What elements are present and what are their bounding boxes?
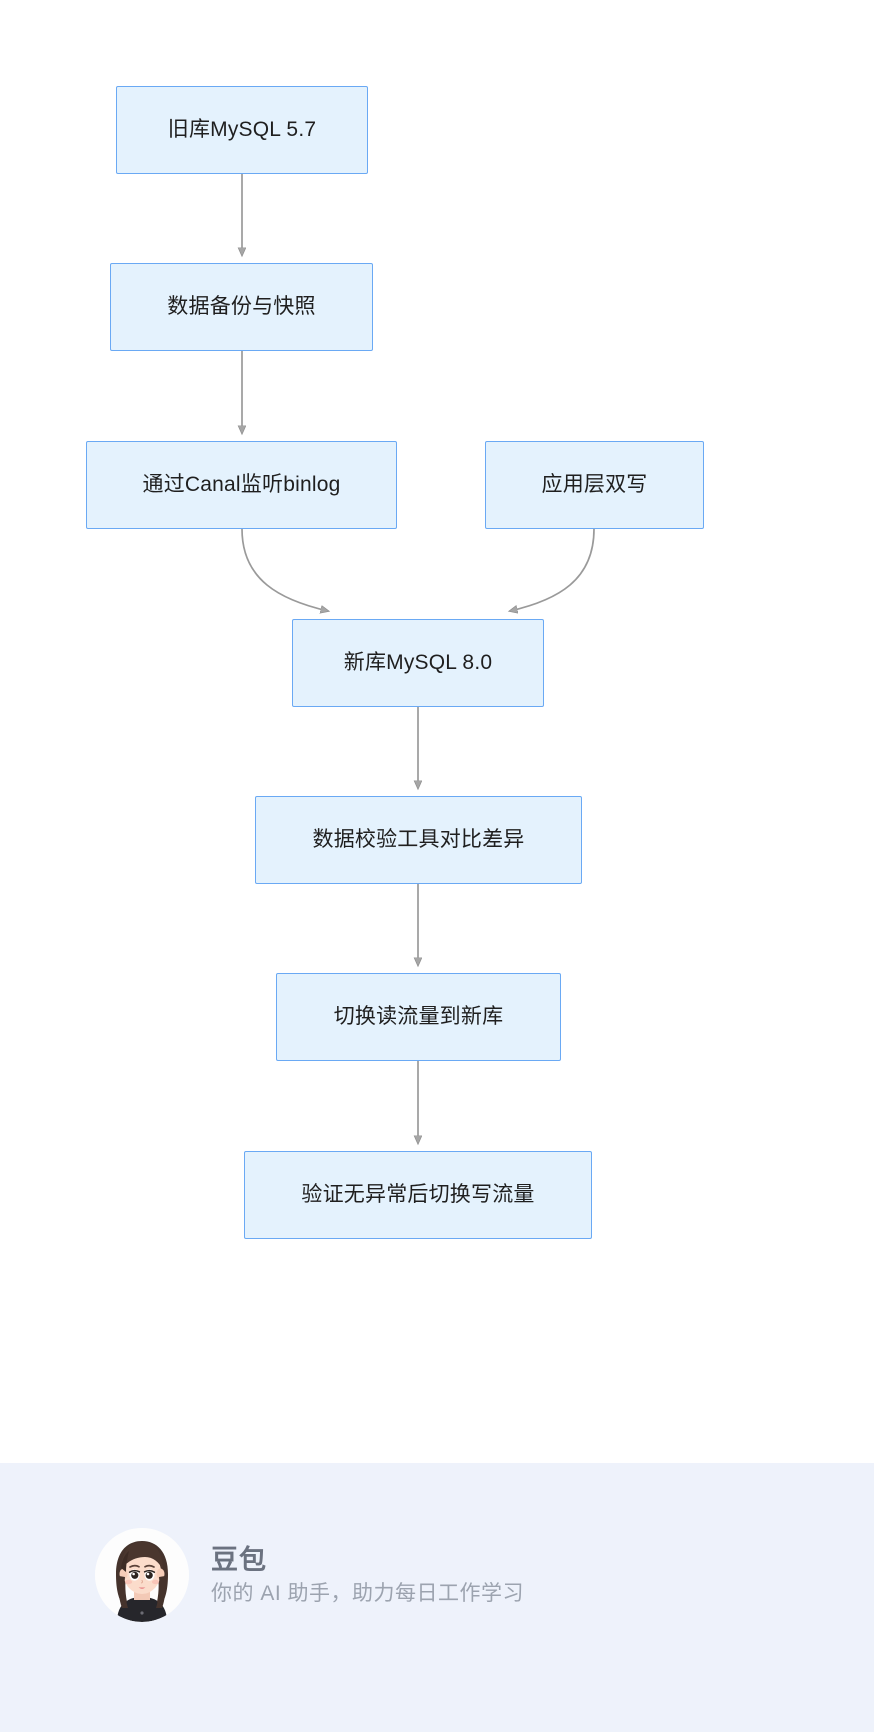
flow-node-label: 验证无异常后切换写流量 [301,1183,535,1207]
flow-node-label: 旧库MySQL 5.7 [167,118,317,142]
flowchart-canvas: 旧库MySQL 5.7 数据备份与快照 通过Canal监听binlog 应用层双… [0,86,704,1463]
flow-node-new-db[interactable]: 新库MySQL 8.0 [292,619,544,707]
flow-node-backup-snapshot[interactable]: 数据备份与快照 [110,263,373,351]
flow-node-old-db[interactable]: 旧库MySQL 5.7 [116,86,368,174]
brand-text: 豆包 你的 AI 助手，助力每日工作学习 [211,1544,525,1605]
brand-tagline: 你的 AI 助手，助力每日工作学习 [211,1581,525,1605]
flow-node-label: 新库MySQL 8.0 [343,651,493,675]
edge-n4-n5 [510,528,595,611]
brand-name: 豆包 [211,1544,267,1575]
flow-node-switch-read[interactable]: 切换读流量到新库 [276,973,561,1061]
flow-node-label: 应用层双写 [541,473,648,497]
avatar [95,1528,189,1622]
avatar-illustration-icon [95,1528,189,1622]
flow-node-label: 通过Canal监听binlog [142,473,341,497]
flow-node-data-verify[interactable]: 数据校验工具对比差异 [255,796,582,884]
brand-block: 豆包 你的 AI 助手，助力每日工作学习 [95,1528,524,1622]
flow-node-label: 数据备份与快照 [167,295,316,319]
flow-node-label: 数据校验工具对比差异 [312,828,525,852]
flow-node-dual-write[interactable]: 应用层双写 [485,441,704,529]
edge-n3-n5 [241,528,328,611]
footer-brand-band: 豆包 你的 AI 助手，助力每日工作学习 [0,1463,874,1732]
flow-node-canal-binlog[interactable]: 通过Canal监听binlog [86,441,397,529]
flowchart-edges [0,174,595,1463]
flow-node-label: 切换读流量到新库 [333,1005,504,1029]
flow-node-switch-write[interactable]: 验证无异常后切换写流量 [244,1151,592,1239]
